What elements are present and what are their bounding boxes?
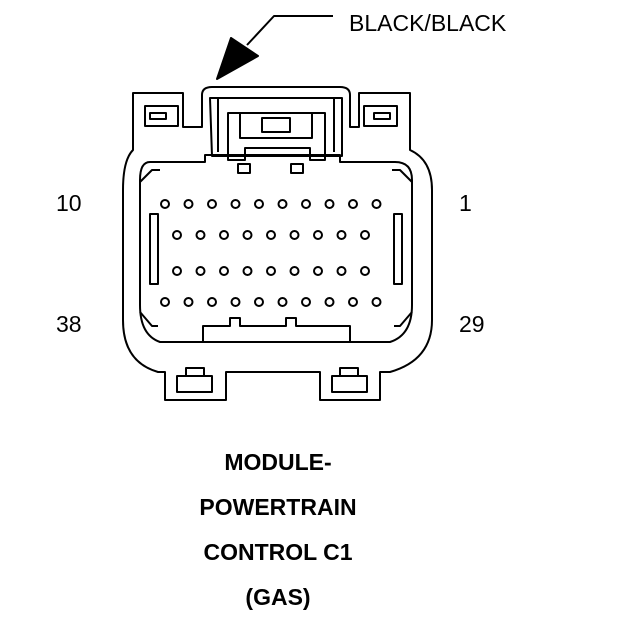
pin-cavity [301, 199, 311, 209]
connector-title: MODULE- POWERTRAIN CONTROL C1 (GAS) [148, 440, 408, 620]
pin-cavity [207, 199, 217, 209]
pin-cavity [207, 297, 217, 307]
title-line-2: POWERTRAIN [199, 494, 357, 520]
connector-diagram [122, 15, 433, 401]
corner-chamfer-tl [139, 169, 160, 183]
pin-label-10: 10 [56, 190, 82, 216]
pin-label-38: 38 [56, 311, 82, 337]
pin-cavity [242, 230, 253, 240]
right-latch-slot [373, 112, 391, 120]
key-top-right [290, 163, 304, 174]
pin-cavity [336, 266, 347, 276]
corner-chamfer-bl [139, 311, 158, 327]
corner-chamfer-tr [392, 169, 413, 183]
wire-color-label: BLACK/BLACK [349, 10, 507, 36]
pin-cavity [266, 266, 276, 276]
pin-cavity [195, 266, 206, 276]
pin-label-1: 1 [459, 190, 472, 216]
pin-cavity [313, 266, 323, 276]
corner-chamfer-br [394, 311, 413, 327]
pin-cavity [172, 266, 182, 276]
pin-cavity [254, 199, 264, 209]
pin-cavity [230, 297, 241, 307]
pin-cavity [371, 297, 382, 307]
pin-cavity [336, 230, 347, 240]
bottom-latch-left-slot [185, 367, 205, 377]
lock-tab-inner [227, 112, 326, 161]
right-latch [363, 105, 398, 127]
title-line-1: MODULE- [224, 449, 332, 475]
pin-cavity [160, 199, 170, 209]
pin-cavity [289, 266, 300, 276]
lock-tab [209, 97, 343, 157]
pin-cavity [313, 230, 323, 240]
pin-cavity [360, 230, 370, 240]
pin-cavity [360, 266, 370, 276]
pin-cavity [348, 297, 358, 307]
bottom-latch-right-slot [339, 367, 359, 377]
pin-cavity [348, 199, 358, 209]
cavity-face [139, 154, 413, 343]
pin-cavity [277, 297, 288, 307]
pin-cavity [371, 199, 382, 209]
left-latch [144, 105, 179, 127]
pin-cavity [277, 199, 288, 209]
pin-cavity [219, 230, 229, 240]
lock-tab-core [239, 113, 313, 139]
side-rail-left [149, 213, 159, 285]
pin-cavity [324, 297, 335, 307]
pin-cavity [172, 230, 182, 240]
pin-cavity [242, 266, 253, 276]
pin-cavity [183, 199, 194, 209]
pin-cavity [160, 297, 170, 307]
pin-cavity [195, 230, 206, 240]
title-line-3: CONTROL C1 [203, 539, 353, 565]
side-rail-right [393, 213, 403, 285]
key-top-left [237, 163, 251, 174]
pin-cavity [254, 297, 264, 307]
pin-cavity [266, 230, 276, 240]
bottom-key-ridge [202, 317, 351, 342]
callout-arrowhead [216, 37, 259, 80]
connector-housing [122, 86, 433, 401]
bottom-latch-left [176, 375, 213, 393]
title-line-4: (GAS) [245, 584, 311, 610]
pin-cavity [183, 297, 194, 307]
pin-cavity [301, 297, 311, 307]
pin-cavity [219, 266, 229, 276]
callout-leader-line [246, 15, 333, 46]
pin-cavity [324, 199, 335, 209]
left-latch-slot [149, 112, 167, 120]
pin-label-29: 29 [459, 311, 485, 337]
pin-cavity [289, 230, 300, 240]
pin-cavity [230, 199, 241, 209]
pin-cavities [160, 199, 382, 307]
bottom-latch-right [331, 375, 368, 393]
lock-tab-notch [261, 117, 291, 133]
